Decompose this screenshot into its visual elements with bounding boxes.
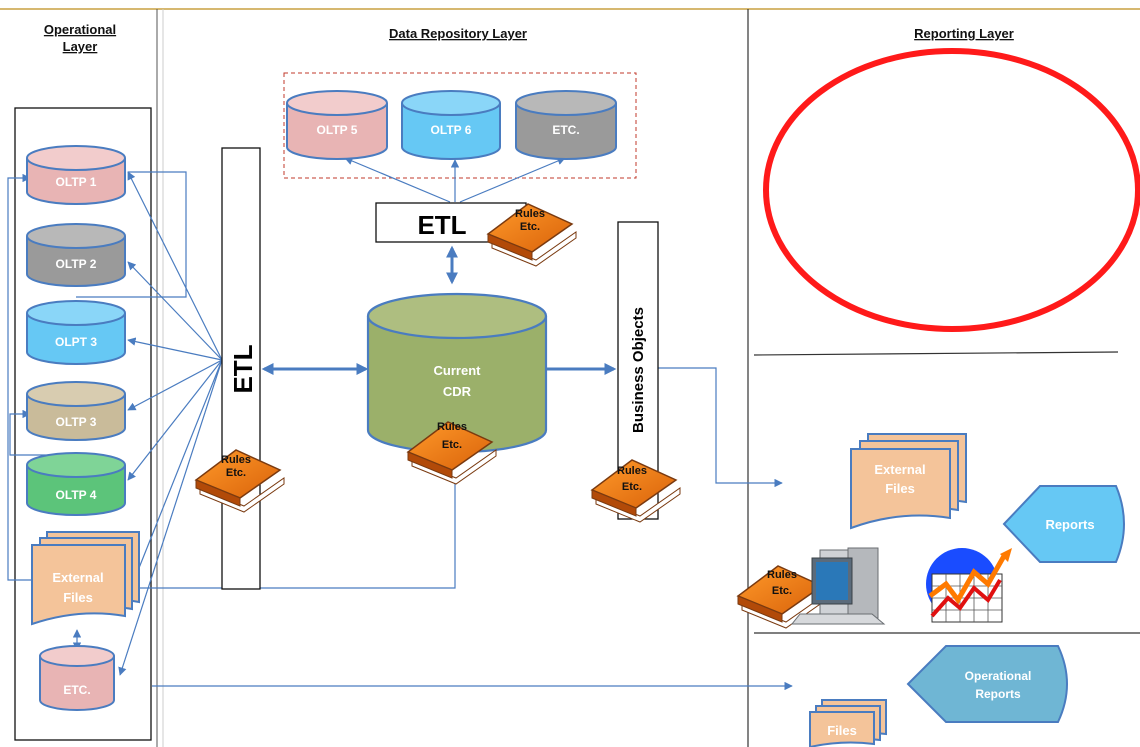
- cylinder-olpt-3: OLPT 3: [26, 300, 126, 365]
- book-label-line2: Etc.: [622, 481, 642, 493]
- cylinder-repository-etc: ETC.: [515, 90, 617, 160]
- cdr-label-line1: Current: [434, 363, 482, 378]
- operational-external-files-line1: External: [52, 570, 103, 585]
- data-repository-layer-header: Data Repository Layer: [389, 26, 527, 41]
- repository-sources-box: [283, 72, 637, 179]
- oltp-5-label: OLTP 5: [317, 123, 358, 137]
- operational-external-files: External Files: [31, 531, 140, 626]
- reporting-divider-1: [753, 351, 1119, 356]
- book-label-line1: Rules: [221, 454, 251, 466]
- operational-external-files-line2: Files: [63, 590, 93, 605]
- book-label-line2: Etc.: [442, 439, 462, 451]
- etl-horizontal-label: ETL: [417, 210, 466, 240]
- oltp-6-label: OLTP 6: [431, 123, 472, 137]
- book-icon: Rules Etc.: [194, 449, 285, 513]
- olpt-3-label: OLPT 3: [55, 335, 97, 349]
- business-objects-label: Business Objects: [630, 307, 647, 433]
- cylinder-oltp-2: OLTP 2: [26, 223, 126, 287]
- etl-vertical-box: ETL: [221, 147, 261, 590]
- book-label-line2: Etc.: [520, 221, 540, 233]
- chart-icon: [926, 548, 1012, 623]
- book-label-line2: Etc.: [772, 585, 792, 597]
- cylinder-operational-etc: ETC.: [39, 645, 115, 711]
- book-label-line1: Rules: [617, 465, 647, 477]
- reports-shape: Reports: [1002, 485, 1125, 563]
- book-icon: Rules Etc.: [406, 421, 497, 485]
- book-label-line1: Rules: [437, 421, 467, 433]
- connectors: [7, 157, 793, 691]
- oltp-3-label: OLTP 3: [56, 415, 97, 429]
- operational-layer-header-line2: Layer: [63, 39, 98, 54]
- book-icon: Rules Etc.: [590, 459, 681, 523]
- book-label-line1: Rules: [767, 569, 797, 581]
- reporting-layer-header: Reporting Layer: [914, 26, 1014, 41]
- oltp-1-label: OLTP 1: [56, 175, 97, 189]
- book-icon: Rules Etc.: [736, 565, 827, 629]
- reporting-external-files-line1: External: [874, 462, 925, 477]
- reports-label: Reports: [1045, 517, 1094, 532]
- oltp-2-label: OLTP 2: [56, 257, 97, 271]
- repository-etc-label: ETC.: [552, 123, 579, 137]
- reporting-external-files-line2: Files: [885, 481, 915, 496]
- book-icon: Rules Etc.: [486, 203, 577, 267]
- operational-sources-box: [14, 107, 152, 741]
- reporting-external-files: External Files: [850, 433, 967, 530]
- oltp-4-label: OLTP 4: [56, 488, 97, 502]
- book-label-line1: Rules: [515, 208, 545, 220]
- highlight-ellipse: [763, 48, 1140, 332]
- operational-reports-line2: Reports: [975, 687, 1021, 701]
- cylinder-oltp-4: OLTP 4: [26, 452, 126, 516]
- cylinder-oltp-3: OLTP 3: [26, 381, 126, 441]
- reporting-files-label: Files: [827, 723, 857, 738]
- operational-reports-line1: Operational: [965, 669, 1032, 683]
- cylinder-oltp-5: OLTP 5: [286, 90, 388, 160]
- operational-reports-shape: Operational Reports: [906, 645, 1068, 723]
- reporting-files: Files: [809, 699, 887, 747]
- etl-vertical-label: ETL: [228, 344, 258, 393]
- cylinder-oltp-6: OLTP 6: [401, 90, 501, 160]
- operational-etc-label: ETC.: [63, 683, 90, 697]
- computer-icon: [790, 547, 886, 625]
- book-label-line2: Etc.: [226, 467, 246, 479]
- cylinder-oltp-1: OLTP 1: [26, 145, 126, 205]
- operational-layer-header-line1: Operational: [44, 22, 116, 37]
- cylinder-current-cdr: Current CDR: [366, 292, 548, 454]
- cdr-label-line2: CDR: [443, 384, 472, 399]
